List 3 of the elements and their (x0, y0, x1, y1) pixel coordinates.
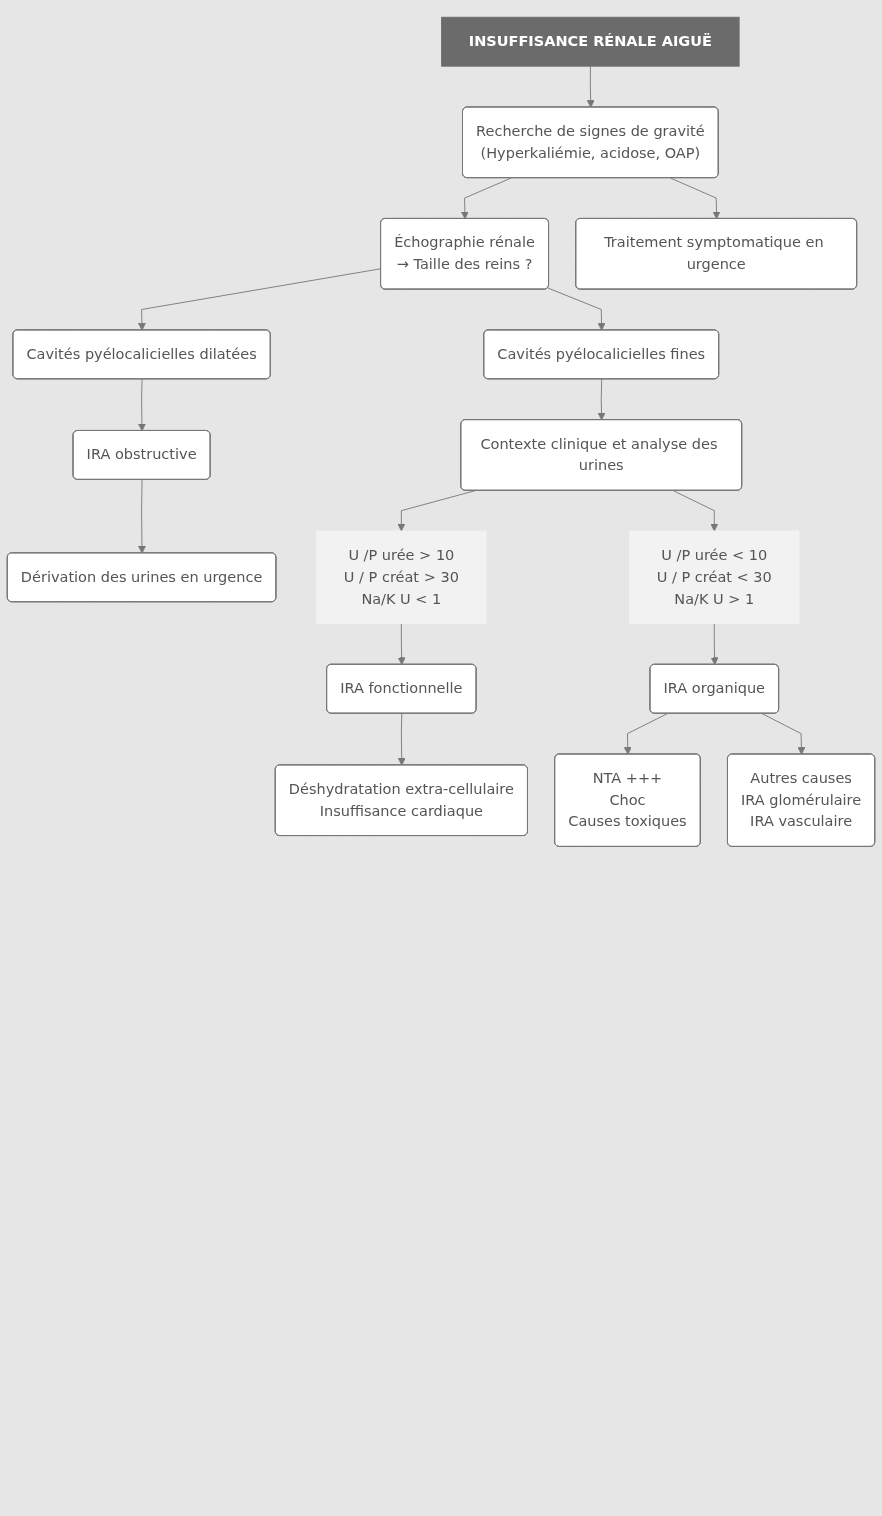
node-box: U /P urée < 10 U / P créat < 30 Na/K U > 1 (629, 530, 800, 624)
node-box: U /P urée > 10 U / P créat > 30 Na/K U < 1 (316, 530, 487, 624)
node-box: INSUFFISANCE RÉNALE AIGUË (441, 16, 740, 67)
